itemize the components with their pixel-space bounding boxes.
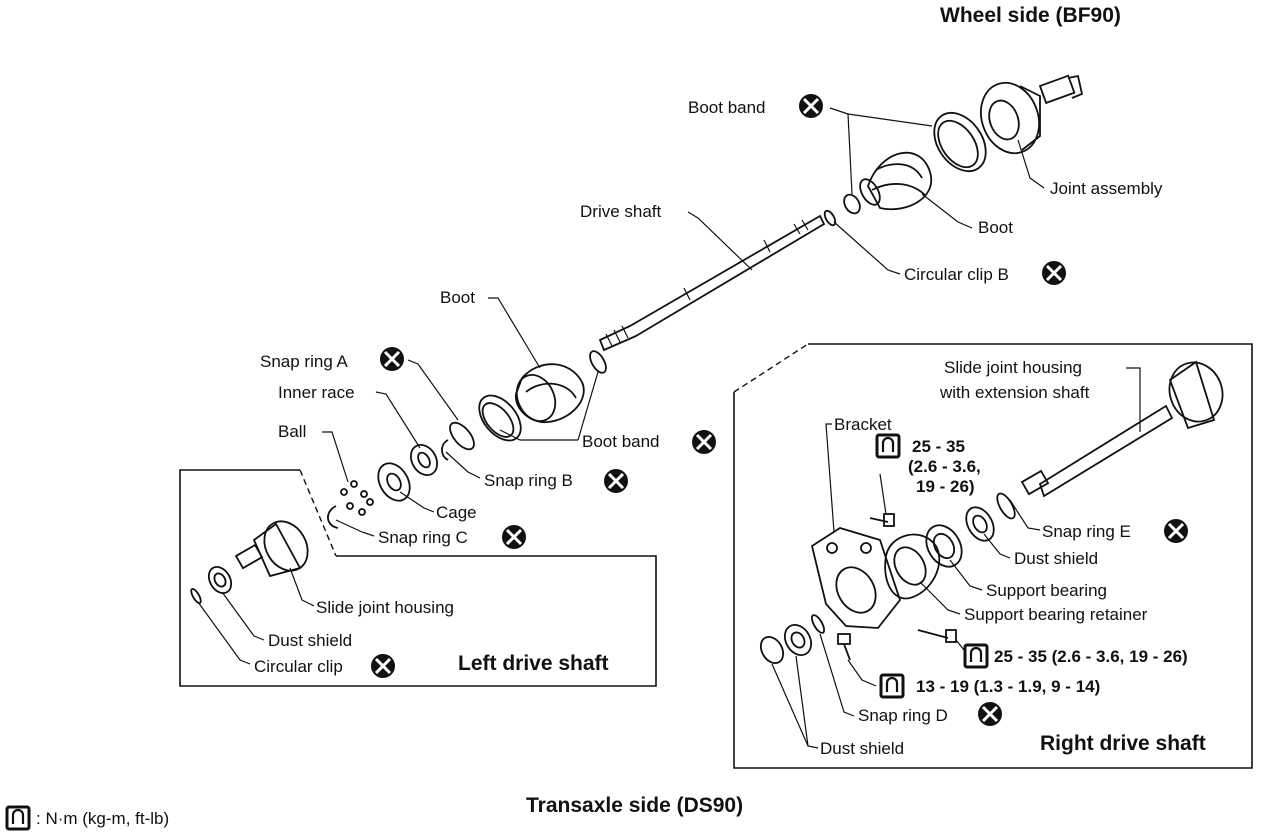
retainer-bolt-part [917,629,957,643]
snap-ring-b-part [441,439,449,461]
label-cage: Cage [436,503,477,522]
cage-part [377,462,411,502]
transaxle-side-title: Transaxle side (DS90) [526,794,743,817]
replace-mark-snap-ring-b-icon [602,467,630,495]
replace-mark-circular-clip-left-icon [369,652,397,680]
label-snap-ring-a: Snap ring A [260,352,349,371]
replace-mark-snap-ring-e-icon [1162,517,1190,545]
circular-clip-b-part [823,209,837,227]
dust-shield-left-part [207,565,233,595]
label-ball: Ball [278,422,306,441]
replace-mark-snap-ring-d-icon [976,700,1004,728]
bracket-bolt-part [869,513,895,527]
lower-bolt-part [837,633,851,661]
label-support-bearing: Support bearing [986,581,1107,600]
replace-mark-boot-band-inner-icon [690,428,718,456]
torque-mark-bolt-icon [879,673,905,699]
label-dust-shield-right: Dust shield [1014,549,1098,568]
label-circular-clip-left: Circular clip [254,657,343,676]
label-boot-band-top: Boot band [688,98,766,117]
bracket-part [810,527,902,629]
left-drive-shaft-title: Left drive shaft [458,652,609,675]
legend-unit-text: : N·m (kg-m, ft-lb) [36,809,169,828]
replace-mark-snap-ring-a-icon [378,345,406,373]
torque-mark-retainer-icon [963,643,989,669]
label-inner-race: Inner race [278,383,355,402]
snap-ring-d-part [811,614,825,634]
label-snap-ring-e: Snap ring E [1042,522,1131,541]
label-circular-clip-b: Circular clip B [904,265,1009,284]
wheel-side-title: Wheel side (BF90) [940,4,1121,27]
label-torque-bolt: 13 - 19 (1.3 - 1.9, 9 - 14) [916,677,1100,696]
label-snap-ring-b: Snap ring B [484,471,573,490]
joint-assembly-part [980,74,1084,155]
drive-shaft-part [598,214,826,352]
label-boot-wheel: Boot [978,218,1013,237]
label-support-bearing-retainer: Support bearing retainer [964,605,1148,624]
support-bearing-part [925,524,963,568]
label-torque-bracket-2: (2.6 - 3.6, [908,457,981,476]
label-slide-joint-housing-ext-1: Slide joint housing [944,358,1082,377]
torque-legend-icon [5,805,31,831]
snap-ring-e-part [996,492,1016,520]
label-snap-ring-d: Snap ring D [858,706,948,725]
circular-clip-left-part [190,588,202,604]
support-bearing-retainer-part [884,533,941,600]
boot-band-wheel-small-part [843,193,861,215]
label-snap-ring-c: Snap ring C [378,528,468,547]
label-bracket: Bracket [834,415,892,434]
dust-shield-right-part [965,506,995,542]
label-torque-retainer: 25 - 35 (2.6 - 3.6, 19 - 26) [994,647,1188,666]
label-slide-joint-housing-left: Slide joint housing [316,598,454,617]
label-dust-shield-bottom: Dust shield [820,739,904,758]
boot-wheel-part [859,151,933,211]
label-torque-bracket-1: 25 - 35 [912,437,965,456]
label-dust-shield-left: Dust shield [268,631,352,650]
label-slide-joint-housing-ext-2: with extension shaft [939,383,1090,402]
dust-shield-bottom-part [759,624,813,665]
replace-mark-circular-clip-b-icon [1040,259,1068,287]
right-drive-shaft-frame [733,343,1253,769]
snap-ring-inner-shaft-part [589,350,607,374]
torque-mark-bracket-icon [875,433,901,459]
snap-ring-c-part [327,505,339,529]
left-drive-shaft-frame [179,469,657,687]
label-drive-shaft: Drive shaft [580,202,662,221]
ball-part [340,480,374,516]
label-joint-assembly: Joint assembly [1050,179,1163,198]
boot-band-inner-part [478,394,522,442]
boot-band-wheel-large-part [933,112,987,172]
boot-inner-part [515,363,585,423]
snap-ring-a-part [449,421,475,451]
label-torque-bracket-3: 19 - 26) [916,477,975,496]
replace-mark-boot-band-top-icon [797,92,825,120]
label-boot-band-inner: Boot band [582,432,660,451]
leader-lines [197,107,1141,749]
inner-race-part [409,444,439,476]
label-boot-inner: Boot [440,288,475,307]
slide-joint-housing-ext-part [1020,360,1224,498]
right-drive-shaft-title: Right drive shaft [1040,732,1206,755]
slide-joint-housing-left-part [234,520,309,578]
replace-mark-snap-ring-c-icon [500,523,528,551]
